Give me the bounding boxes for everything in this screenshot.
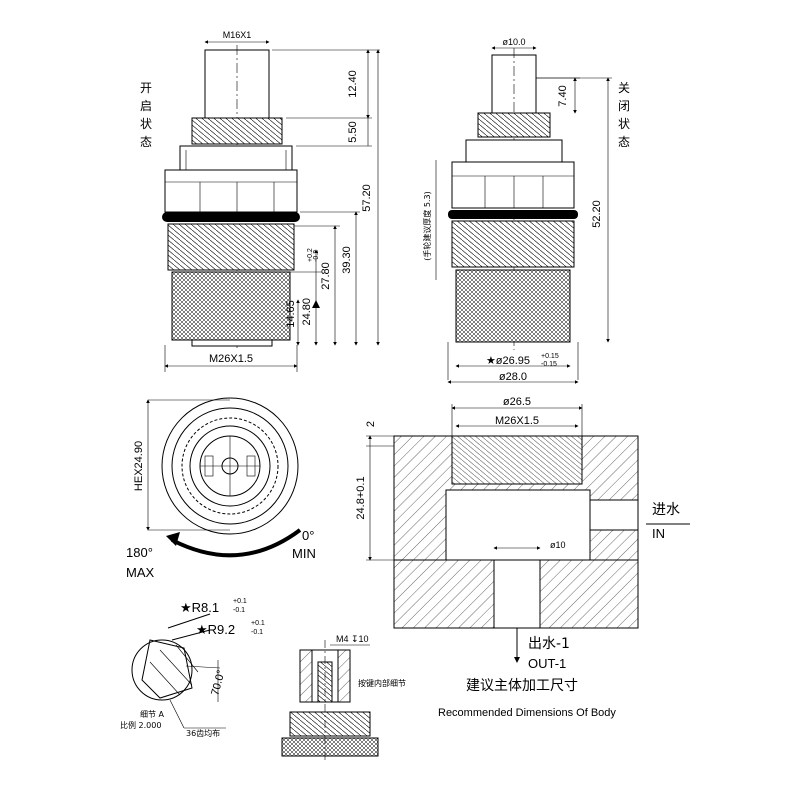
section-outlet [493,559,541,629]
section-chamber [445,489,591,561]
angle-min: 0° [302,528,314,543]
left-cartridge-view: M16X1 12.40 5.50 57.20 39.30 27.80 24.80… [140,30,380,372]
top-view: HEX24.90 180° MAX 0° MIN [126,397,316,580]
detail-teeth-label: 36齿均布 [186,728,220,738]
left-oring [162,212,300,222]
section-dim-2: 2 [365,421,377,427]
detail-a-view: ★R8.1 +0.1 -0.1 ★R9.2 +0.1 -0.1 70.0° 细节… [120,598,265,738]
right-cartridge-view: ø10.0 7.40 52.20 (手轮建议厚度 5.3) ★ø26.95 +0… [422,37,630,384]
inlet-en: IN [652,526,665,541]
max-label: MAX [126,565,155,580]
left-dim-5720: 57.20 [361,184,373,212]
right-dim-2695: ★ø26.95 [486,355,530,367]
section-dim-265: ø26.5 [503,396,531,408]
section-dim-248: 24.8+0.1 [355,476,367,519]
left-dim-3930: 39.30 [341,246,353,274]
right-handwheel-note: (手轮建议厚度 5.3) [422,191,432,261]
left-dim-top: M16X1 [223,30,252,40]
right-dim-2695-tol-up: +0.15 [541,353,559,360]
right-collar [465,139,563,163]
top-outer-circle [161,397,299,535]
detail-angle: 70.0° [209,669,227,697]
key-caption: 按键内部细节 [358,678,406,688]
left-dim-2480: 24.80 [301,298,313,326]
section-dim-10: ø10 [550,540,566,550]
top-gear-teeth [181,417,279,515]
detail-label: 细节 A [140,709,165,719]
left-state-label: 开启状态 [140,81,152,149]
section-view: ø26.5 M26X1.5 2 24.8+0.1 ø10 进水 IN 出水-1 … [355,396,690,719]
right-oring [448,210,578,219]
key-thread-label: M4 ↧10 [336,634,369,644]
left-dim-1240: 12.40 [347,70,359,98]
right-dim-5220: 52.20 [591,200,603,228]
outlet-en: OUT-1 [528,656,566,671]
top-hex-label: HEX24.90 [133,441,145,491]
right-hex-body [451,161,575,209]
left-dim-2480-tol-dn: -0.2 [313,250,320,262]
left-dim-550: 5.50 [347,121,359,142]
left-hex-body [164,169,298,213]
detail-r92-dn: -0.1 [251,629,263,636]
left-dim-2480-tol-up: +0.2 [307,248,314,262]
section-caption-cn: 建议主体加工尺寸 [466,678,578,694]
key-detail-view: M4 ↧10 按键内部细节 [281,634,406,760]
section-caption-en: Recommended Dimensions Of Body [438,707,616,719]
right-state-label: 关闭状态 [618,81,630,149]
right-dim-top: ø10.0 [502,37,525,47]
detail-r92-up: +0.1 [251,620,265,627]
right-spline [477,112,551,138]
detail-r81-dn: -0.1 [233,607,245,614]
detail-r81-up: +0.1 [233,598,247,605]
right-knurl [455,269,571,343]
left-collar [179,145,293,171]
rotation-arrow [171,528,302,558]
left-knurl [171,271,291,341]
min-label: MIN [292,546,316,561]
left-dim-1465: 14.65 [285,300,297,328]
detail-circle [131,639,193,701]
left-dim-2780: 27.80 [320,262,332,290]
right-dim-280: ø28.0 [499,371,527,383]
section-dim-thread: M26X1.5 [495,415,539,427]
detail-r81: ★R8.1 [180,600,219,615]
right-dim-740: 7.40 [557,85,569,106]
angle-max: 180° [126,545,153,560]
left-dim-bottom: M26X1.5 [209,353,253,365]
right-thread [451,220,575,268]
outlet-cn: 出水-1 [528,636,570,652]
key-base [281,737,379,757]
inlet-cn: 进水 [652,502,680,518]
section-inlet [589,499,639,531]
detail-r92: ★R9.2 [196,622,235,637]
right-dim-2695-tol-dn: -0.15 [541,361,557,368]
key-lower-thread [289,711,371,737]
left-spline [191,117,283,145]
detail-scale-label: 比例 2.000 [120,720,161,730]
left-thread [167,223,295,271]
